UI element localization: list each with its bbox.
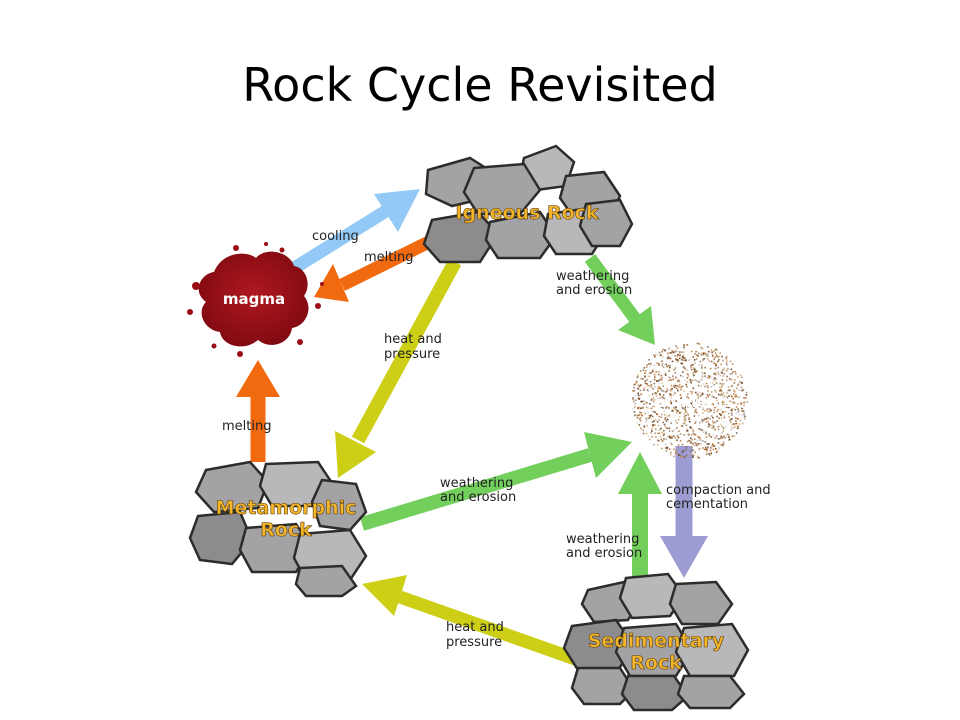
sediments-label: Sediments [644,393,734,411]
sedimentary-rock-label-line2: Rock [630,652,682,674]
metamorphic-rock-pile [188,460,368,598]
melting-arrow-metamorphic [236,360,280,462]
igneous-weathering-label-2: and erosion [556,283,632,298]
cooling-label: cooling [312,229,359,244]
metamorphic-rock-label-line1: Metamorphic [216,497,357,519]
igneous-heat-label-1: heat and [384,332,442,347]
heat-pressure-arrow-igneous [335,258,462,478]
sedimentary-rock-pile [562,572,750,712]
metamorphic-rock-label-line2: Rock [260,519,312,541]
heat-pressure-arrow-sedimentary [362,575,581,667]
melting-arrow-igneous [314,234,436,302]
slide-title: Rock Cycle Revisited [242,58,718,112]
sedimentary-weathering-label-2: and erosion [566,546,642,561]
melting-label-igneous: melting [364,250,413,265]
melting-label-metamorphic: melting [222,419,271,434]
igneous-weathering-label-1: weathering [556,269,629,284]
igneous-heat-label-2: pressure [384,347,440,362]
compaction-label-2: cementation [666,497,748,512]
metamorphic-weathering-label-1: weathering [440,476,513,491]
magma-label: magma [223,290,285,308]
weathering-arrow-metamorphic [359,432,632,531]
metamorphic-weathering-label-2: and erosion [440,490,516,505]
sedimentary-heat-label-1: heat and [446,620,504,635]
weathering-arrow-igneous [584,254,655,345]
weathering-arrow-sedimentary [618,452,662,580]
sedimentary-rock-label-line1: Sedimentary [588,630,725,652]
sedimentary-weathering-label-1: weathering [566,532,639,547]
igneous-rock-pile [422,144,634,264]
magma-blob [187,242,324,357]
compaction-label-1: compaction and [666,483,771,498]
igneous-rock-label: Igneous Rock [455,202,599,224]
sedimentary-heat-label-2: pressure [446,635,502,650]
cooling-arrow [279,189,420,281]
sediments-cloud [631,342,748,459]
compaction-arrow [660,446,708,578]
